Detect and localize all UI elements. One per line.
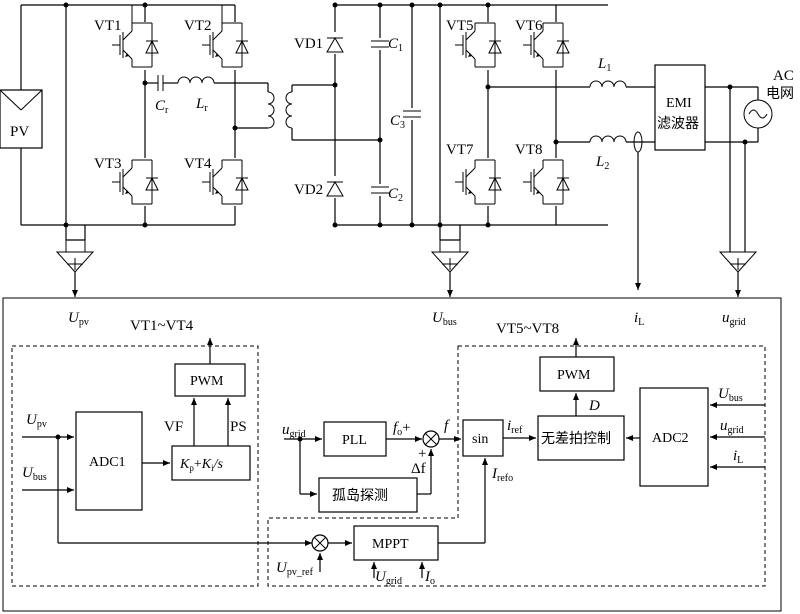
adc2-block [639,387,709,487]
vd1-label: VD1 [294,36,323,52]
c3-label: C3 [390,113,405,131]
vt8-label: VT8 [515,142,543,158]
fo-label: fo+ [393,420,411,438]
deadbeat-block [537,415,625,461]
mppt-label: MPPT [372,537,409,552]
delta-f-label: Δf [411,461,426,477]
ugrid-sensor-label: ugrid [722,310,746,328]
deadbeat-label: 无差拍控制 [541,431,611,447]
irefo-label: Irefo [491,466,513,484]
f-label: f [444,418,450,434]
mppt-ugrid-label: Ugrid [375,569,402,587]
vt4-label: VT4 [184,156,212,172]
pwm2-label: PWM [557,368,591,383]
ac-label: AC [773,68,794,84]
pv-panel: PV [0,89,43,149]
vt7-label: VT7 [446,142,474,158]
sin-label: sin [472,432,488,447]
vt3-label: VT3 [94,156,122,172]
vt1-vt4-label: VT1~VT4 [130,318,194,334]
dc-ac-control-region [267,345,766,587]
vt2-label: VT2 [184,18,212,34]
c2-label: C2 [388,186,403,204]
emi-label-1: EMI [666,96,692,111]
adc1-block [75,411,143,511]
pwm1-label: PWM [190,374,224,389]
upv-sensor [56,251,94,273]
emi-label-2: 滤波器 [657,116,699,132]
in-ugrid-label: ugrid [282,422,306,440]
adc2-ugrid-label: ugrid [720,418,744,436]
iref-label: iref [507,418,523,436]
pll-label: PLL [342,433,367,448]
cr-label: Cr [155,98,169,116]
vt5-label: VT5 [446,18,474,34]
pv-label: PV [10,124,29,140]
pi-block [171,445,251,481]
upv-sensor-label: Upv [68,310,89,328]
l2-label: L2 [595,154,609,172]
pwm2-block [539,356,615,392]
controller-frame [2,297,782,612]
vt6-label: VT6 [515,18,543,34]
ubus-sensor-label: Ubus [432,310,457,328]
ugrid-sensor [719,251,757,273]
pwm1-block [174,363,246,397]
grid-label: 电网 [766,86,794,102]
island-detection-block [318,477,418,513]
l1-label: L1 [597,56,611,74]
ps-label: PS [230,419,247,435]
lr-label: Lr [195,96,208,114]
island-label: 孤岛探测 [332,488,388,504]
pll-block [323,421,387,457]
adc1-label: ADC1 [89,455,126,470]
il-sensor-label: iL [634,310,644,328]
vt1-label: VT1 [94,18,122,34]
in-upv-label: Upv [26,412,47,430]
dc-dc-control-region [11,345,259,587]
adc2-il-label: iL [733,448,743,466]
sin-block [462,419,504,457]
ubus-sensor [431,251,469,273]
transformer [267,83,380,141]
upv-ref-label: Upv_ref [276,560,314,578]
ac-source-icon [743,99,773,129]
d-label: D [588,398,600,414]
adc2-ubus-label: Ubus [718,386,743,404]
vf-label: VF [164,419,183,435]
vt5-vt8-label: VT5~VT8 [496,321,559,337]
in-ubus-label: Ubus [22,465,47,483]
pi-label: Kp+Ki/s [179,457,223,473]
delta-f-plus: + [418,446,426,462]
io-label: Io [424,569,435,587]
adc2-label: ADC2 [652,431,689,446]
vd2-label: VD2 [294,182,323,198]
c1-label: C1 [388,36,403,54]
emi-filter-box [654,64,706,151]
